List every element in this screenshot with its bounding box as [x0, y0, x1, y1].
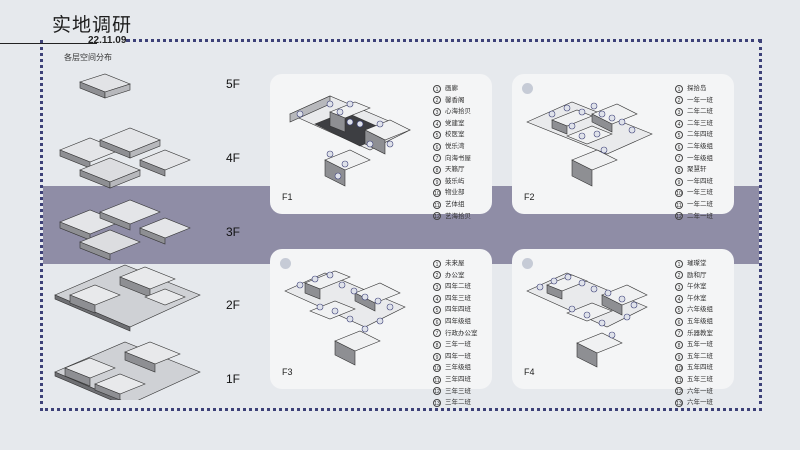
floor-label-3f: 3F: [226, 225, 241, 239]
floor-plan-f3: [284, 270, 406, 366]
floor-label-2f: 2F: [226, 298, 241, 312]
floor-label-4f: 4F: [226, 151, 241, 165]
floor-label-1f: 1F: [226, 372, 241, 386]
title-underline: [0, 43, 97, 44]
floor-plan-f1: [289, 95, 411, 187]
card-name: F4: [524, 367, 535, 377]
subtitle: 各层空间分布: [64, 53, 112, 62]
dotted-frame-top: [126, 39, 762, 42]
floor-plan-f2: [526, 101, 653, 187]
card-name: F1: [282, 192, 293, 202]
page-title: 实地调研: [52, 15, 133, 36]
card-name: F3: [282, 367, 293, 377]
date-label: 22.11.09: [88, 35, 127, 46]
card-dot: [522, 258, 533, 269]
card-dot: [522, 83, 533, 94]
card-dot: [280, 258, 291, 269]
card-name: F2: [524, 192, 535, 202]
floor-plan-f4: [526, 272, 648, 368]
floor-label-5f: 5F: [226, 77, 241, 91]
floor-stack-diagram: [54, 73, 201, 400]
dotted-frame: [40, 40, 762, 411]
